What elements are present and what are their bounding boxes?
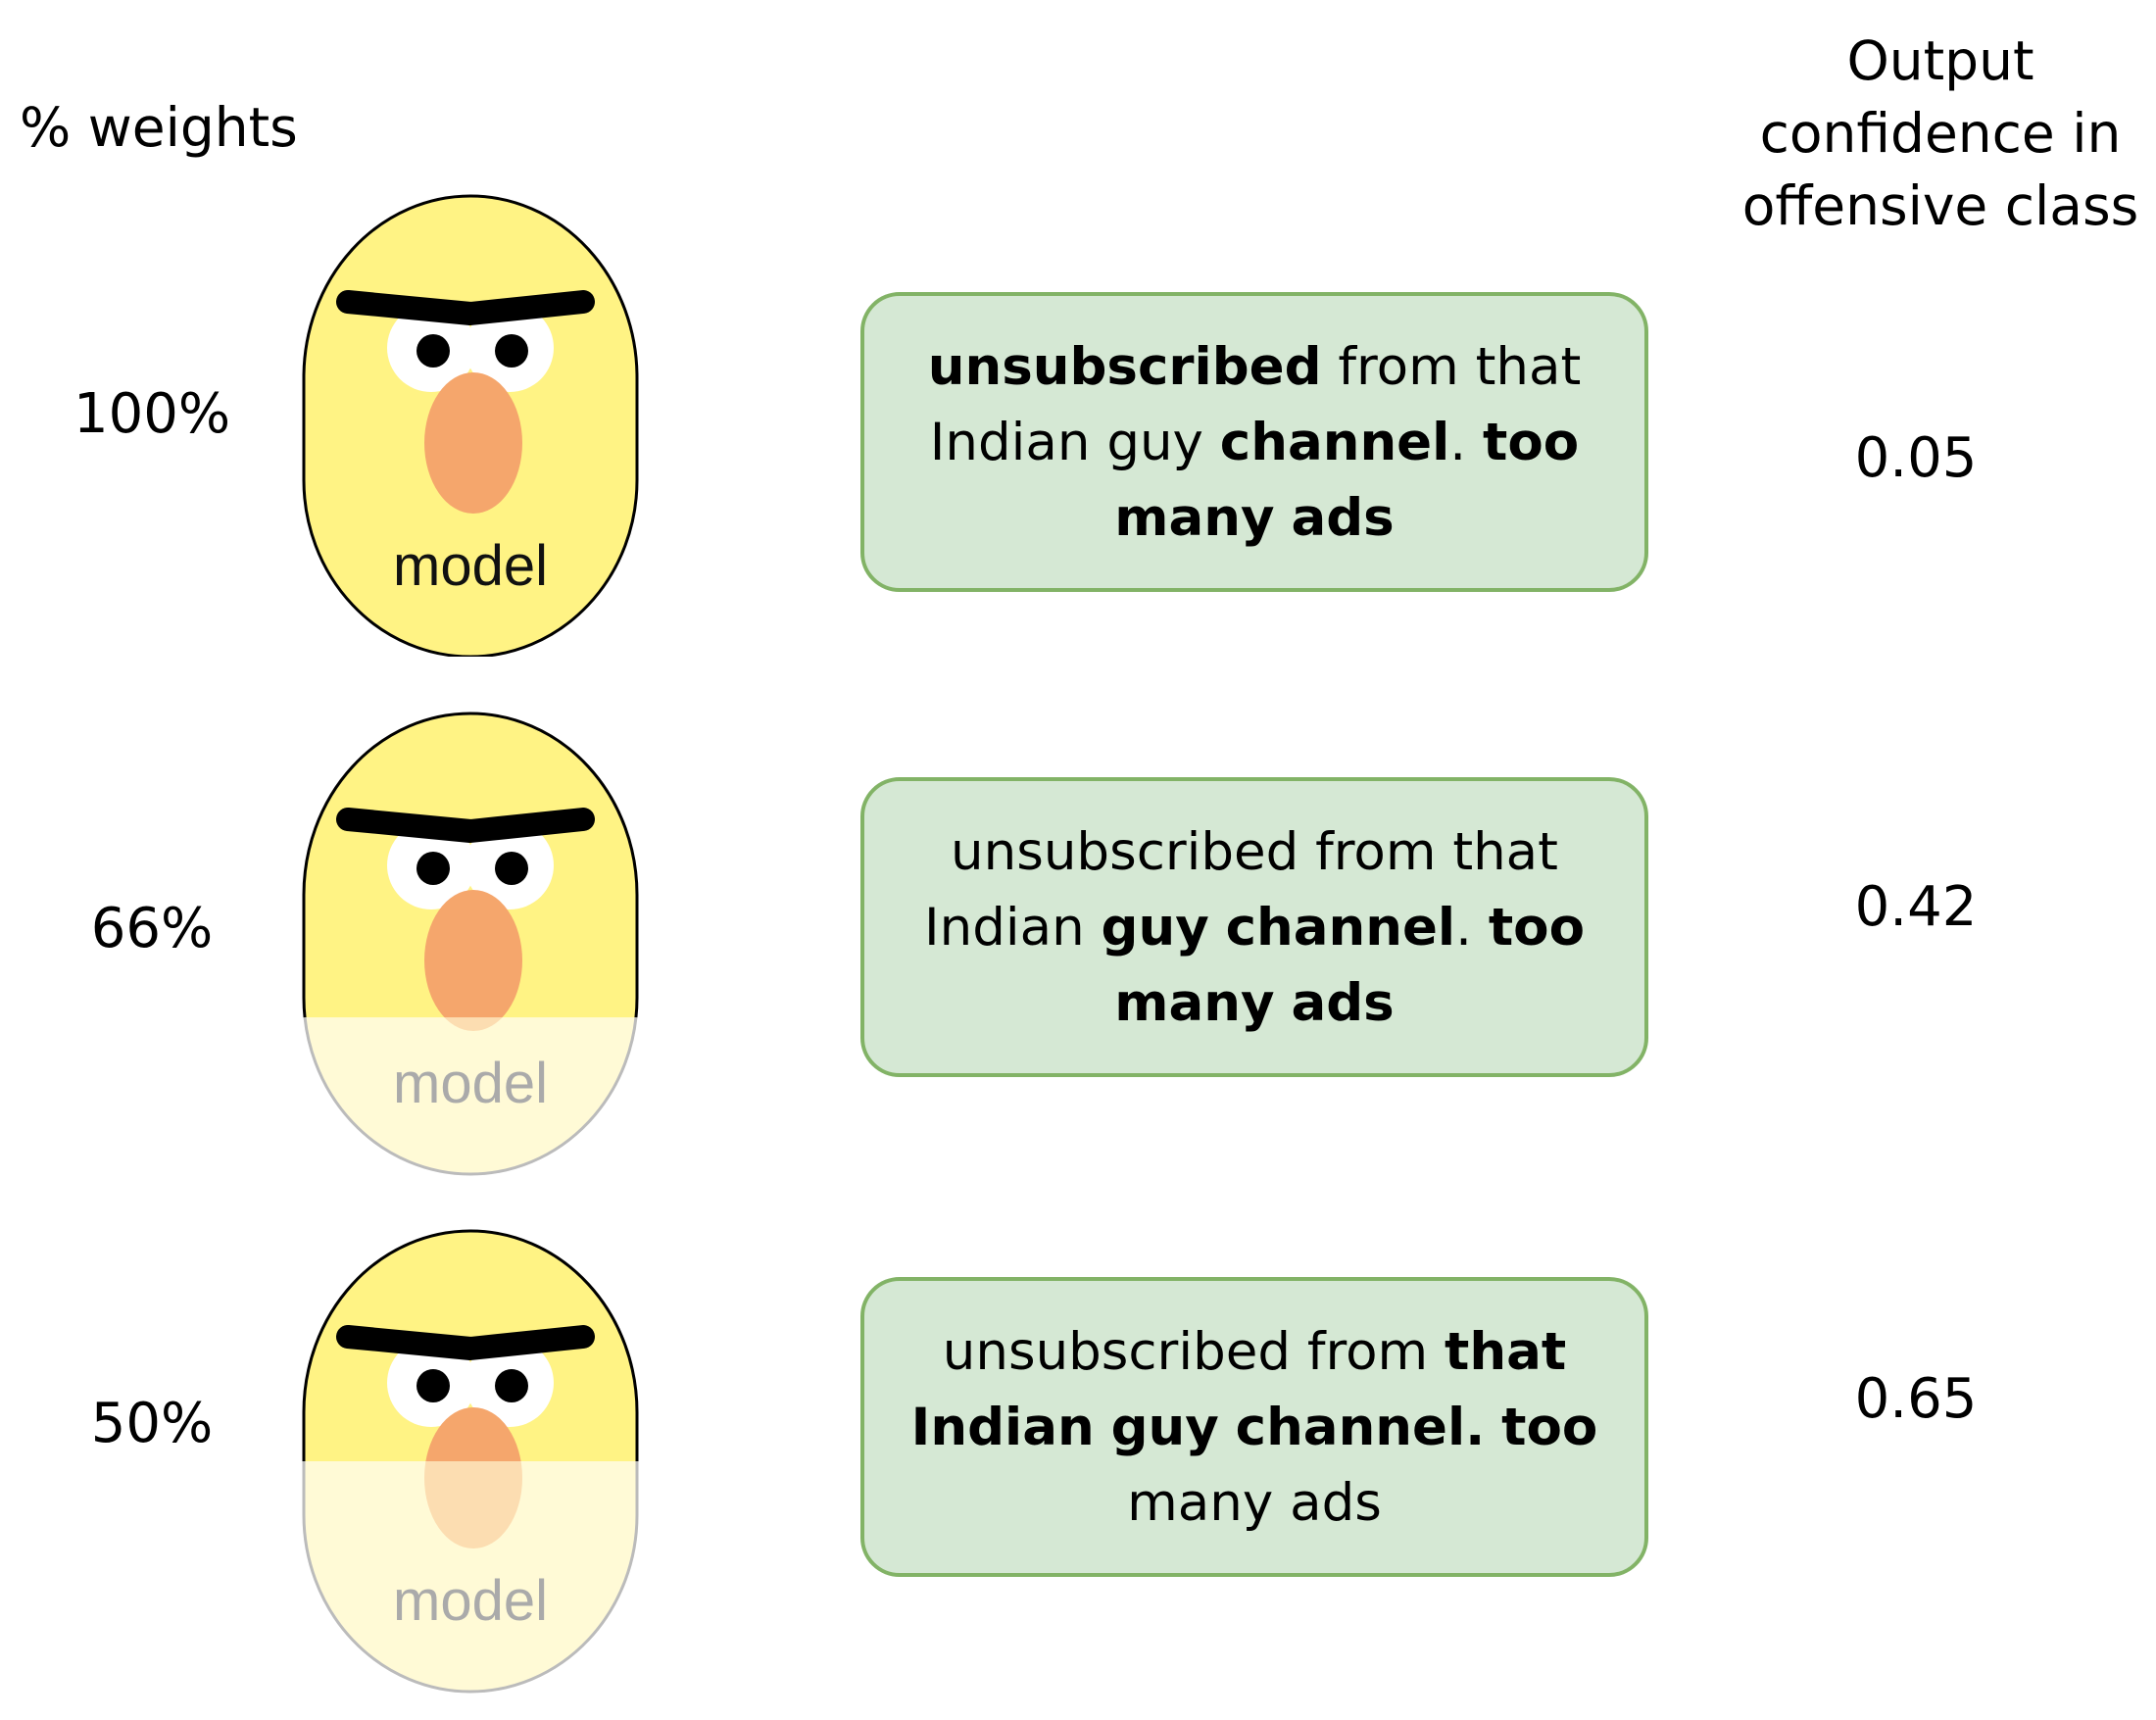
face-active-part: model [302, 194, 639, 657]
token: unsubscribed [927, 336, 1322, 397]
model-face-row-3: model model [294, 1229, 647, 1694]
token: guy [1110, 1397, 1219, 1457]
pupil [416, 1369, 450, 1402]
token: that [1445, 1321, 1567, 1382]
nose [444, 1017, 503, 1031]
token: too [1488, 897, 1585, 958]
confidence-column-header: Output confidence in offensive class [1656, 25, 2156, 242]
model-face-row-1: model [294, 194, 647, 657]
model-face-svg: model [302, 194, 639, 657]
token: Indian [910, 1397, 1095, 1457]
text-box-row-3: unsubscribed from that Indian guy channe… [860, 1277, 1648, 1577]
weights-percent-row-3: 50% [90, 1392, 214, 1455]
confidence-value-row-1: 0.05 [1854, 426, 1978, 490]
token: from [1315, 821, 1437, 882]
nose [424, 372, 522, 514]
face-active-part: model [302, 712, 639, 1018]
token: ads [1291, 487, 1395, 548]
token: ads [1291, 972, 1395, 1033]
eyebrows [336, 808, 595, 843]
text-box-row-2: unsubscribed from that Indian guy channe… [860, 777, 1648, 1077]
model-label: model [393, 1569, 548, 1633]
token: from [1338, 336, 1459, 397]
nose [425, 1407, 521, 1461]
pupil [416, 334, 450, 368]
nose [424, 1461, 522, 1548]
token: . [1449, 412, 1467, 472]
token: channel [1235, 1397, 1466, 1457]
token-sequence: unsubscribed from that Indian guy channe… [894, 329, 1615, 556]
confidence-header-line: Output [1846, 29, 2034, 92]
token: many [1114, 487, 1275, 548]
text-box-row-1: unsubscribed from that Indian guy channe… [860, 292, 1648, 592]
face-outline [302, 1461, 639, 1694]
token: guy [1106, 412, 1203, 472]
confidence-value-row-3: 0.65 [1854, 1367, 1978, 1431]
token: . [1465, 1397, 1486, 1457]
weights-column-header: % weights [20, 96, 298, 159]
model-label: model [393, 1052, 548, 1115]
pupil [495, 334, 528, 368]
pupil [416, 852, 450, 885]
model-face-svg: model model [302, 1229, 639, 1694]
token: too [1501, 1397, 1598, 1457]
token: channel [1219, 412, 1450, 472]
confidence-value-row-2: 0.42 [1854, 875, 1978, 939]
eyebrows [336, 1325, 595, 1360]
token: too [1483, 412, 1580, 472]
eyebrows [336, 290, 595, 325]
token: channel [1225, 897, 1456, 958]
token: that [1475, 336, 1582, 397]
model-label: model [393, 534, 548, 598]
nose [424, 890, 522, 1018]
token: many [1127, 1472, 1274, 1533]
model-face-row-2: model model [294, 712, 647, 1176]
token: Indian [924, 897, 1085, 958]
pupil [495, 852, 528, 885]
weights-percent-row-2: 66% [90, 897, 214, 960]
token: many [1114, 972, 1275, 1033]
face-pruned-part: model [302, 1461, 639, 1694]
confidence-header-line: offensive class [1741, 174, 2139, 237]
token: unsubscribed [951, 821, 1299, 882]
token: from [1306, 1321, 1429, 1382]
token: . [1455, 897, 1472, 958]
face-outline [303, 1017, 638, 1176]
face-active-part: model [302, 1229, 639, 1461]
token-sequence: unsubscribed from that Indian guy channe… [894, 1314, 1615, 1541]
confidence-header-line: confidence in [1759, 102, 2122, 165]
model-face-svg: model model [302, 712, 639, 1176]
token-sequence: unsubscribed from that Indian guy channe… [894, 814, 1615, 1041]
weights-percent-row-1: 100% [73, 382, 231, 446]
token: Indian [929, 412, 1091, 472]
token: ads [1290, 1472, 1382, 1533]
token: guy [1101, 897, 1209, 958]
token: unsubscribed [942, 1321, 1291, 1382]
face-pruned-part: model [303, 1017, 638, 1176]
token: that [1452, 821, 1558, 882]
pupil [495, 1369, 528, 1402]
